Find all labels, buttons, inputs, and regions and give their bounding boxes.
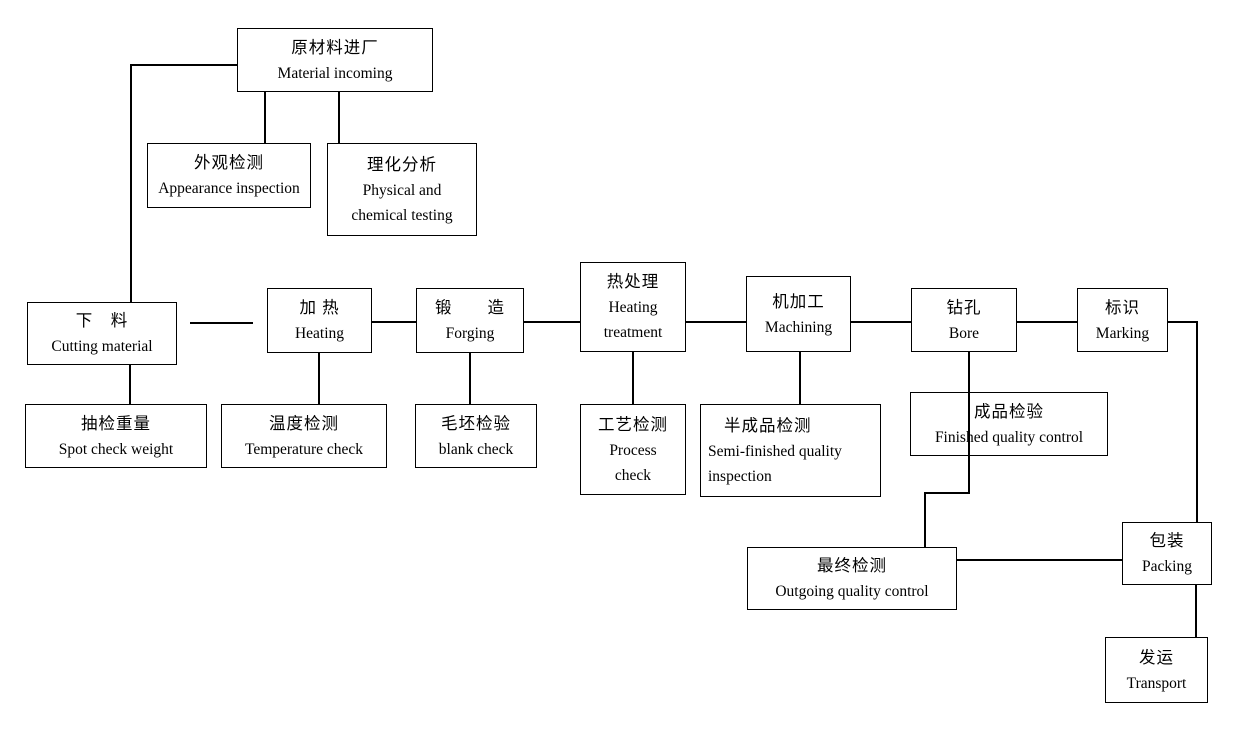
node-label-en: Heating treatment	[603, 299, 663, 341]
node-label-zh: 加 热	[299, 298, 340, 317]
node-label-zh: 理化分析	[367, 154, 437, 174]
flow-node-heat-treatment: 热处理 Heating treatment	[580, 262, 686, 352]
connector-drop-to-packing	[1196, 321, 1198, 522]
connector-heat-treatment-to-process-check	[632, 352, 634, 404]
connector-to-physical-chemical	[338, 92, 340, 143]
node-label-zh: 下 料	[75, 311, 129, 330]
flow-node-spot-check-weight: 抽检重量 Spot check weight	[25, 404, 207, 468]
flow-node-heating: 加 热 Heating	[267, 288, 372, 353]
node-label-zh: 工艺检测	[598, 414, 668, 434]
node-label-en: Forging	[445, 325, 495, 342]
connector-to-appearance-inspection	[264, 92, 266, 143]
connector-drop-to-outgoing-qc	[924, 492, 926, 547]
node-label-en: blank check	[438, 440, 514, 458]
node-label-zh: 最终检测	[817, 556, 887, 575]
node-label-zh: 半成品检测	[724, 415, 812, 435]
connector-cutting-to-spot-check	[129, 365, 131, 404]
node-label-en: Heating	[294, 325, 345, 342]
flow-node-finished-quality-control: 成品检验 Finished quality control	[910, 392, 1108, 456]
node-label-en: Transport	[1126, 674, 1187, 692]
connector-jog-to-outgoing-qc	[924, 492, 970, 494]
node-label-zh: 毛坯检验	[441, 413, 511, 433]
connector-packing-to-transport	[1195, 585, 1197, 637]
node-label-en: Semi-finished quality inspection	[708, 442, 842, 485]
node-label-zh: 热处理	[606, 272, 660, 291]
node-label-en: Marking	[1095, 324, 1150, 342]
connector-machining-to-bore	[851, 321, 911, 323]
connector-bore-to-marking	[1017, 321, 1077, 323]
connector-forging-to-blank-check	[469, 353, 471, 404]
flow-node-machining: 机加工 Machining	[746, 276, 851, 352]
connector-cutting-to-heating	[190, 322, 253, 324]
node-label-zh: 锻 造	[435, 298, 505, 317]
node-label-en: Outgoing quality control	[775, 583, 929, 600]
flow-node-cutting-material: 下 料 Cutting material	[27, 302, 177, 365]
node-label-zh: 抽检重量	[81, 413, 151, 433]
flow-node-temperature-check: 温度检测 Temperature check	[221, 404, 387, 468]
node-label-en: Bore	[948, 324, 980, 342]
flow-node-blank-check: 毛坯检验 blank check	[415, 404, 537, 468]
node-label-en: Machining	[764, 318, 833, 336]
connector-heat-treatment-to-machining	[686, 321, 746, 323]
node-label-en: Physical and chemical testing	[351, 181, 453, 224]
node-label-en: Spot check weight	[58, 440, 174, 458]
node-label-zh: 机加工	[772, 291, 825, 311]
node-label-en: Temperature check	[244, 440, 364, 458]
flow-node-packing: 包装 Packing	[1122, 522, 1212, 585]
flow-node-process-check: 工艺检测 Process check	[580, 404, 686, 495]
node-label-en: Cutting material	[51, 338, 153, 355]
flow-node-outgoing-quality-control: 最终检测 Outgoing quality control	[747, 547, 957, 610]
flow-node-semi-finished-inspection: 半成品检测 Semi-finished quality inspection	[700, 404, 881, 497]
connector-outgoing-qc-to-packing	[957, 559, 1122, 561]
node-label-en: Process check	[609, 441, 657, 484]
node-label-zh: 标识	[1105, 297, 1140, 317]
node-label-en: Packing	[1142, 558, 1192, 575]
connector-forging-to-heat-treatment	[524, 321, 580, 323]
node-label-zh: 钻孔	[946, 297, 982, 317]
flow-node-material-incoming: 原材料进厂 Material incoming	[237, 28, 433, 92]
flow-node-appearance-inspection: 外观检测 Appearance inspection	[147, 143, 311, 208]
node-label-zh: 原材料进厂	[291, 37, 379, 57]
node-label-zh: 发运	[1139, 647, 1174, 667]
node-label-zh: 包装	[1149, 531, 1185, 550]
flow-node-transport: 发运 Transport	[1105, 637, 1208, 703]
node-label-zh: 温度检测	[269, 413, 339, 433]
connector-marking-right	[1168, 321, 1198, 323]
connector-bore-through-finished-qc	[968, 352, 970, 494]
node-label-zh: 外观检测	[194, 153, 264, 172]
node-label-en: Material incoming	[277, 64, 393, 82]
connector-material-incoming-left	[130, 64, 237, 66]
flow-node-marking: 标识 Marking	[1077, 288, 1168, 352]
connector-heating-to-forging	[372, 321, 416, 323]
connector-heating-to-temperature-check	[318, 353, 320, 404]
connector-machining-to-semi-finished	[799, 352, 801, 404]
node-label-en: Finished quality control	[934, 428, 1084, 446]
node-label-zh: 成品检验	[974, 401, 1044, 421]
flow-node-physical-chemical-testing: 理化分析 Physical and chemical testing	[327, 143, 477, 236]
connector-drop-to-cutting-material	[130, 64, 132, 302]
flow-node-forging: 锻 造 Forging	[416, 288, 524, 353]
node-label-en: Appearance inspection	[158, 180, 300, 197]
flow-node-bore: 钻孔 Bore	[911, 288, 1017, 352]
